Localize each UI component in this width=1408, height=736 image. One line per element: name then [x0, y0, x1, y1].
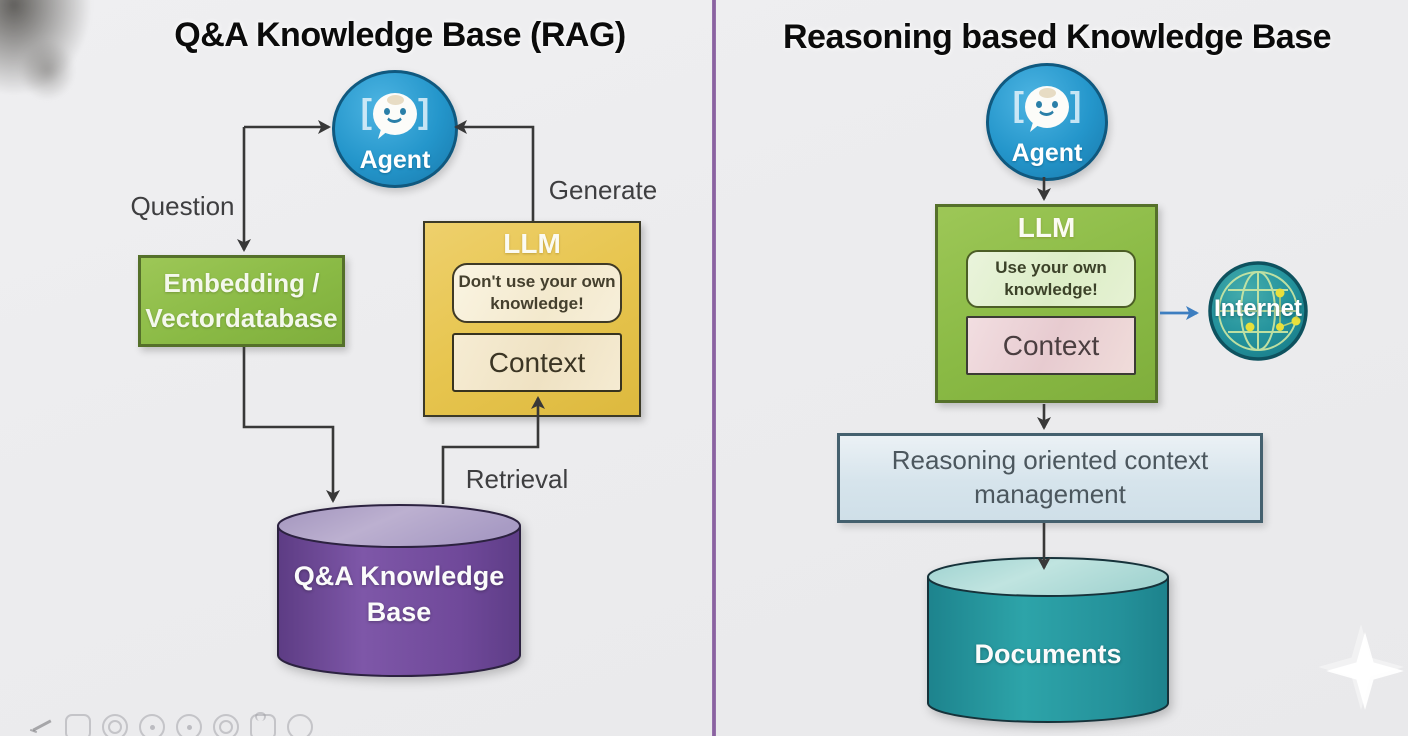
- qa-knowledge-base-cylinder: Q&A Knowledge Base: [276, 503, 522, 681]
- bracket-right-icon: ]: [418, 93, 430, 131]
- circle-icon[interactable]: [287, 714, 313, 736]
- reasoning-context-management-box: Reasoning oriented context management: [837, 433, 1263, 523]
- agent-node-left: [ ] Agent: [332, 70, 458, 188]
- llm-box-title: LLM: [1017, 212, 1076, 243]
- panel-divider: [712, 0, 716, 736]
- retrieval-label: Retrieval: [465, 464, 569, 494]
- qa-knowledge-base-label: Q&A Knowledge Base: [293, 561, 505, 628]
- arrow-generate-to-agent: [454, 120, 535, 221]
- llm-box-right: LLM Use your own knowledge! Context: [935, 204, 1158, 403]
- agent-node-right: [ ] Agent: [986, 63, 1108, 181]
- use-knowledge-note: Use your own knowledge!: [966, 250, 1136, 308]
- pencil-icon[interactable]: [28, 714, 54, 736]
- generate-label: Generate: [548, 175, 658, 205]
- context-box-right: Context: [966, 316, 1136, 375]
- llm-box-title: LLM: [503, 228, 561, 259]
- teal-cylinder-shape: [927, 557, 1169, 723]
- context-box-left: Context: [452, 333, 622, 392]
- donut-icon[interactable]: [213, 714, 239, 736]
- internet-label: Internet: [1213, 295, 1302, 322]
- agent-label: Agent: [359, 146, 431, 174]
- cloud-icon[interactable]: [250, 712, 276, 736]
- sparkle-icon: [1326, 632, 1404, 710]
- agent-chat-face-icon: [ ]: [335, 86, 455, 142]
- corner-smudge-2: [20, 40, 75, 100]
- bracket-left-icon: [: [360, 93, 372, 131]
- donut-icon[interactable]: [102, 714, 128, 736]
- arrow-embedding-to-kb: [242, 347, 340, 503]
- embedding-vectordatabase-box: Embedding / Vectordatabase: [138, 255, 345, 347]
- embedding-box-label: Embedding / Vectordatabase: [145, 267, 338, 333]
- smiley-face-icon: [373, 93, 417, 139]
- agent-chat-face-icon: [ ]: [989, 79, 1105, 135]
- purple-cylinder-shape: [277, 504, 521, 677]
- internet-globe-icon: Internet: [1206, 259, 1310, 363]
- left-panel-title: Q&A Knowledge Base (RAG): [174, 16, 626, 54]
- agent-label: Agent: [1011, 139, 1083, 167]
- bottom-toolbar: [28, 712, 313, 736]
- bracket-left-icon: [: [1012, 86, 1024, 124]
- llm-box-left: LLM Don't use your own knowledge! Contex…: [423, 221, 641, 417]
- right-panel-title: Reasoning based Knowledge Base: [782, 18, 1332, 56]
- documents-cylinder: Documents: [926, 556, 1170, 724]
- smiley-face-icon: [1025, 86, 1069, 132]
- dont-use-knowledge-note: Don't use your own knowledge!: [452, 263, 622, 323]
- question-label: Question: [130, 191, 235, 221]
- documents-label: Documents: [974, 639, 1122, 669]
- bracket-right-icon: ]: [1070, 86, 1082, 124]
- rounded-square-icon[interactable]: [65, 714, 91, 736]
- circle-dot-icon[interactable]: [176, 714, 202, 736]
- circle-dot-icon[interactable]: [139, 714, 165, 736]
